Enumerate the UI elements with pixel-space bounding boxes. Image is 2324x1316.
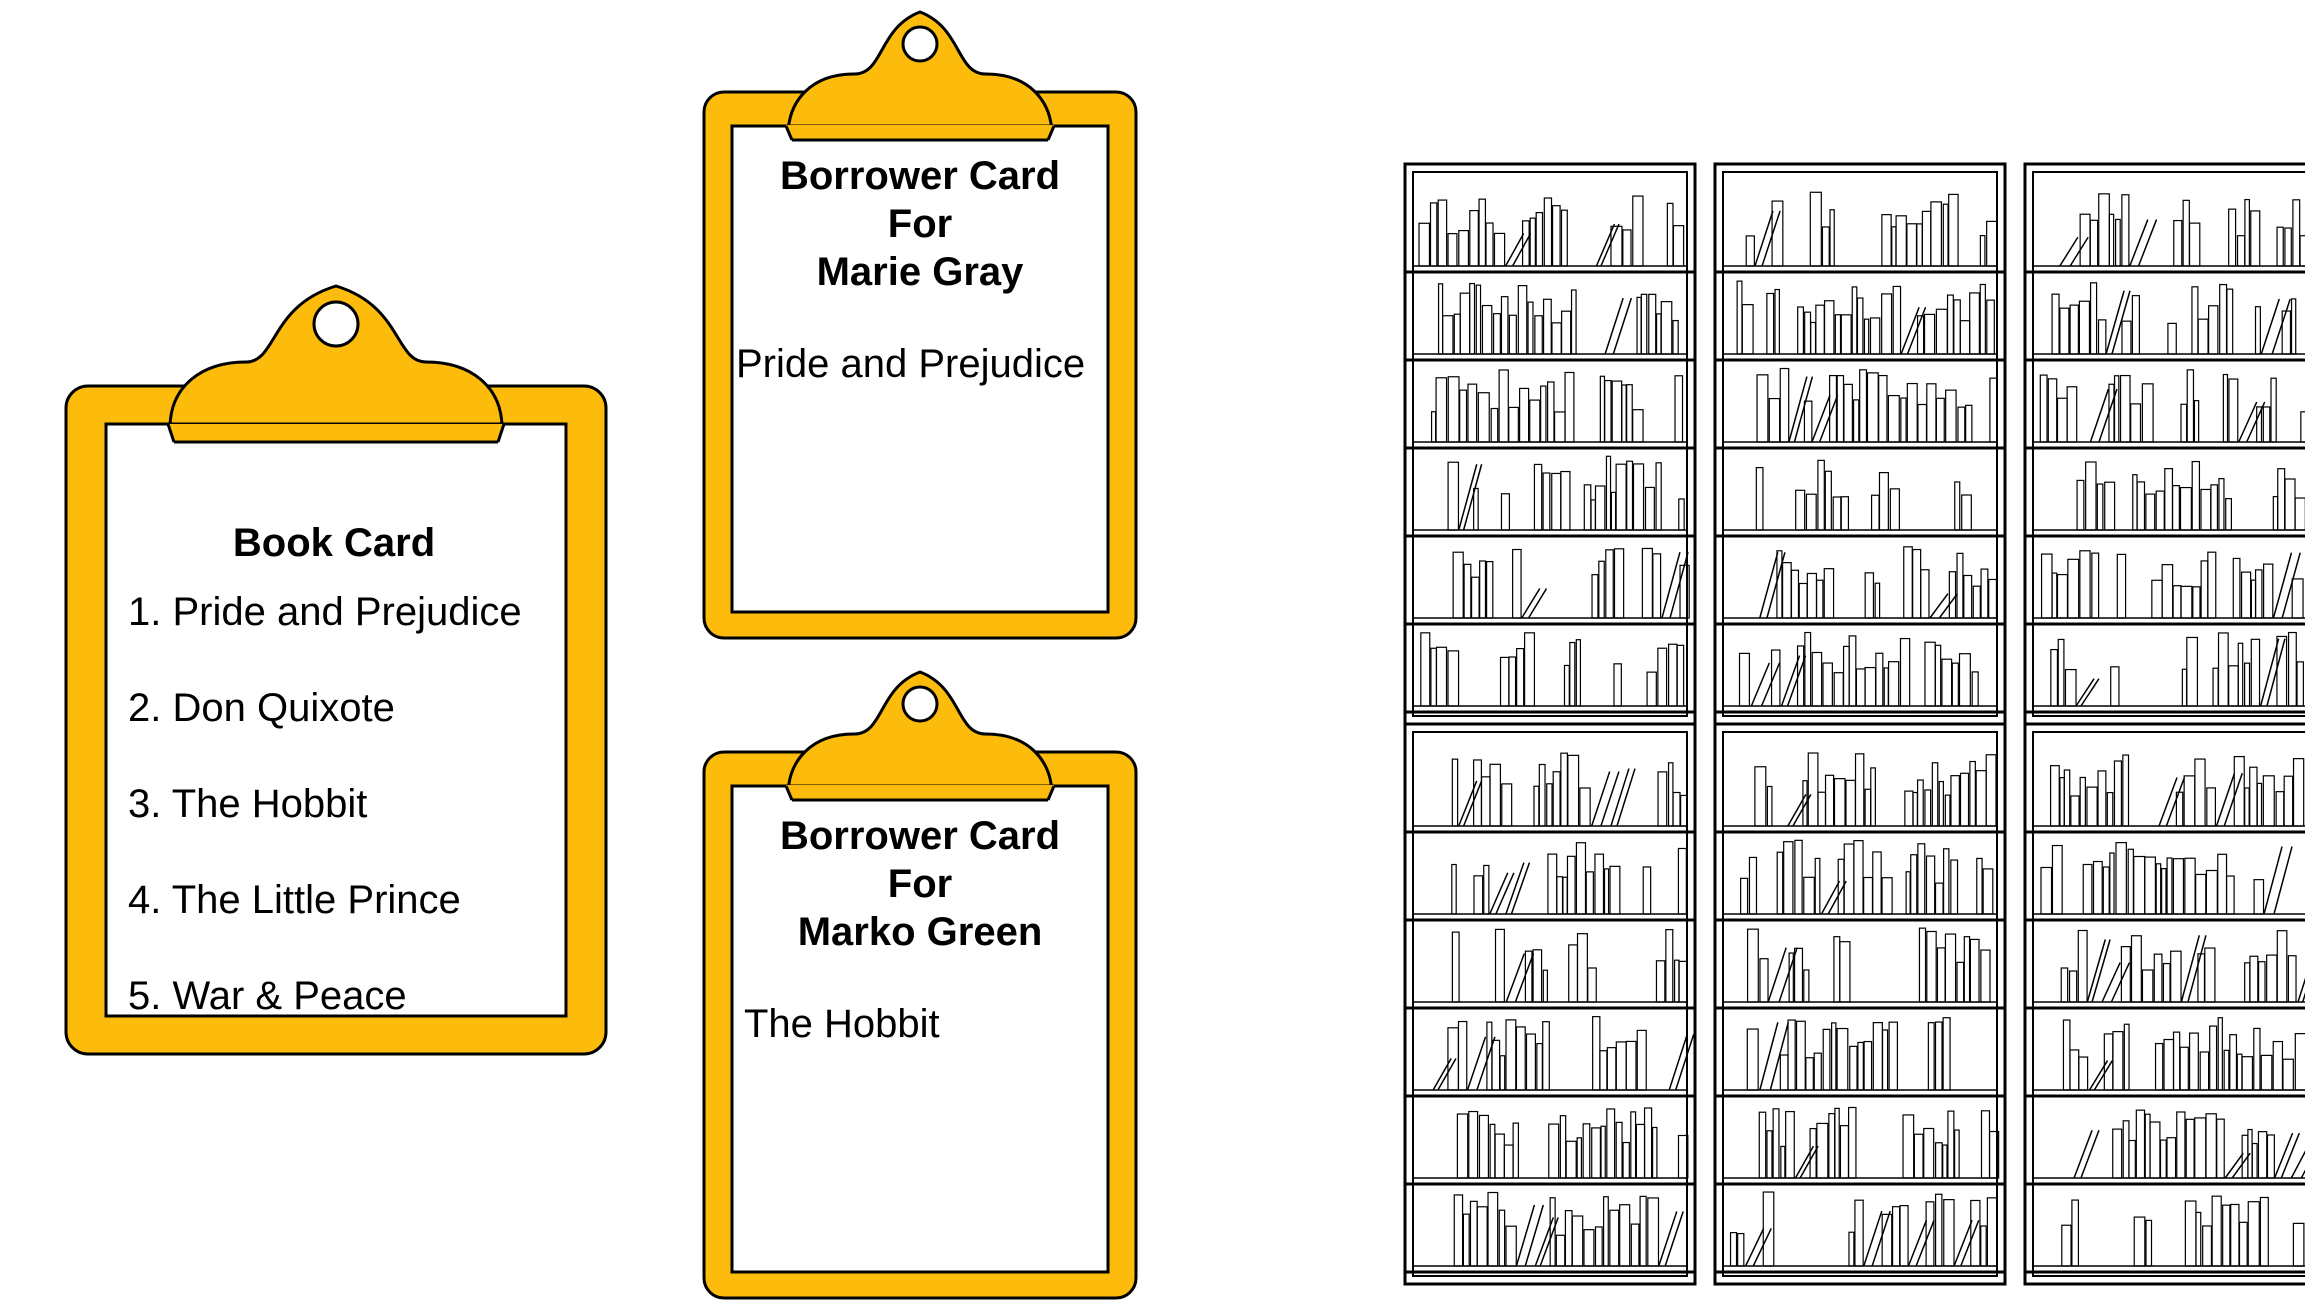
borrowed-item: The Hobbit bbox=[744, 1002, 940, 1046]
borrowed-list: Pride and Prejudice bbox=[732, 340, 1108, 388]
borrower-card-paper: Borrower Card For Marko Green The Hobbit bbox=[732, 790, 1108, 1274]
borrower-card-title: Borrower Card For Marie Gray bbox=[779, 154, 1061, 294]
book-list-item: 2. Don Quixote bbox=[128, 686, 395, 730]
borrower-card-paper: Borrower Card For Marie Gray Pride and P… bbox=[732, 130, 1108, 614]
clipboard-icon bbox=[702, 670, 1138, 1300]
book-list-item: 4. The Little Prince bbox=[128, 878, 461, 922]
borrower-card-marko-green: Borrower Card For Marko Green The Hobbit bbox=[700, 668, 1140, 1302]
book-list: 1. Pride and Prejudice 2. Don Quixote 3.… bbox=[106, 584, 562, 1064]
book-card-paper: Book Card 1. Pride and Prejudice 2. Don … bbox=[106, 468, 562, 1052]
clipboard-icon bbox=[702, 10, 1138, 640]
book-card: Book Card 1. Pride and Prejudice 2. Don … bbox=[62, 278, 610, 1058]
bookshelf-icon bbox=[1403, 162, 2305, 1286]
book-card-title: Book Card bbox=[232, 521, 436, 565]
borrower-card-marie-gray: Borrower Card For Marie Gray Pride and P… bbox=[700, 8, 1140, 642]
clipboard-icon bbox=[64, 284, 608, 1056]
borrowed-item: Pride and Prejudice bbox=[736, 342, 1086, 386]
borrowed-list: The Hobbit bbox=[732, 1000, 1108, 1048]
borrower-card-title: Borrower Card For Marko Green bbox=[779, 814, 1061, 954]
book-list-item: 1. Pride and Prejudice bbox=[128, 590, 522, 634]
book-list-item: 5. War & Peace bbox=[128, 974, 407, 1018]
book-list-item: 3. The Hobbit bbox=[128, 782, 368, 826]
